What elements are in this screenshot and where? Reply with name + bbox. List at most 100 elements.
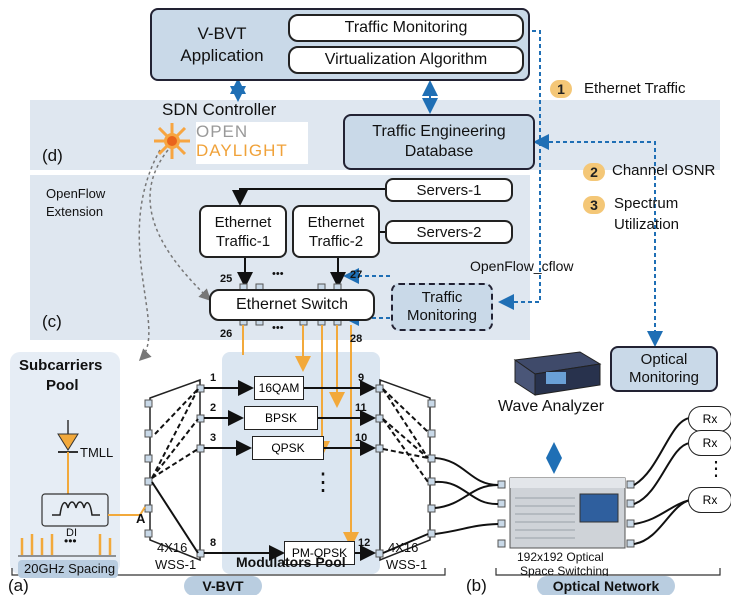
eth1-line2: Traffic-1: [215, 232, 271, 250]
wss-right-shape: [379, 378, 431, 562]
optical-monitoring-line2: Monitoring: [628, 369, 700, 386]
modulators-pool-label: Modulators Pool: [236, 554, 346, 570]
port-27: 27: [350, 269, 363, 281]
wss-left-line1: 4X16: [157, 540, 188, 555]
opendaylight-logo-icon: [154, 123, 190, 159]
eth2-line2: Traffic-2: [308, 232, 364, 250]
optical-monitoring-line1: Optical: [640, 351, 688, 368]
rx-vdots: ⋮: [706, 458, 726, 480]
label-a: (a): [8, 576, 29, 595]
mod-out-12: 12: [358, 537, 371, 549]
label-b: (b): [466, 576, 487, 595]
modulator-qpsk: QPSK: [252, 436, 324, 460]
servers-1-box: Servers-1: [385, 178, 513, 202]
traffic-mon-c-line1: Traffic: [421, 289, 463, 306]
rx-1: Rx: [688, 406, 731, 432]
port-28: 28: [350, 333, 363, 345]
traffic-engineering-database-box: Traffic Engineering Database: [343, 114, 535, 170]
spacing-label: 20GHz Spacing: [24, 561, 116, 576]
wss-left-routes: [151, 388, 199, 554]
network-fibers: [434, 417, 691, 545]
modulator-vdots: ⋮: [311, 469, 335, 496]
subcarriers-pool-panel: [10, 352, 120, 574]
legend-text-1: Ethernet Traffic: [584, 80, 686, 97]
mod-out-10: 10: [355, 432, 368, 444]
mod-in-8: 8: [210, 537, 217, 549]
port-dots-bottom: •••: [272, 322, 284, 334]
wss-left-line2: WSS-1: [155, 557, 197, 572]
modulator-pm-qpsk: PM-QPSK: [284, 541, 355, 565]
virtualization-algorithm-box: Virtualization Algorithm: [288, 46, 524, 74]
legend-text-3a: Spectrum: [614, 195, 679, 212]
legend-text-3b: Utilization: [614, 216, 680, 233]
modulator-16qam: 16QAM: [254, 376, 304, 400]
mod-out-9: 9: [358, 372, 365, 384]
mod-out-11: 11: [355, 402, 367, 414]
bottom-braces: [11, 568, 721, 576]
switching-line2: Space Switching: [520, 564, 609, 578]
wave-analyzer-device-icon: [513, 351, 602, 396]
opendaylight-line1: OPEN: [196, 122, 249, 141]
traffic-monitoring-top-label: Traffic Monitoring: [344, 19, 468, 36]
wss-right-line1: 4X16: [388, 540, 419, 555]
switching-line1: 192x192 Optical: [517, 550, 604, 564]
eth1-line1: Ethernet: [214, 213, 272, 231]
optical-monitoring-box: Optical Monitoring: [610, 346, 718, 392]
wss-right-routes: [382, 388, 429, 554]
traffic-monitoring-c-box: Traffic Monitoring: [391, 283, 493, 331]
di-label: DI: [66, 527, 77, 539]
subcarriers-pool-line2: Pool: [46, 377, 79, 394]
tmll-label: TMLL: [80, 445, 114, 460]
modulator-bpsk: BPSK: [244, 406, 318, 430]
label-c: (c): [42, 312, 62, 331]
traffic-monitoring-top-box: Traffic Monitoring: [288, 14, 524, 42]
legend-badge-2: 2: [583, 163, 605, 181]
wss-ports: [144, 384, 635, 558]
spectrum-dots: •••: [64, 534, 77, 548]
mod-in-3: 3: [210, 432, 217, 444]
servers-2-label: Servers-2: [416, 223, 482, 241]
label-d: (d): [42, 146, 63, 165]
opendaylight-logo-text: OPEN DAYLIGHT: [196, 122, 308, 164]
modulator-links: [204, 380, 376, 561]
wss-right-line2: WSS-1: [386, 557, 428, 572]
port-26: 26: [220, 328, 233, 340]
app-title-line2: Application: [180, 45, 264, 65]
ethernet-traffic-1-box: Ethernet Traffic-1: [199, 205, 287, 258]
laser-diode-icon: [57, 420, 80, 501]
ethernet-traffic-2-box: Ethernet Traffic-2: [292, 205, 380, 258]
port-25: 25: [220, 273, 233, 285]
mod-in-2: 2: [210, 402, 217, 414]
spacing-label-bg: [18, 560, 118, 578]
ted-line2: Database: [404, 143, 474, 160]
eth2-line1: Ethernet: [307, 213, 365, 231]
openflow-extension-links: [138, 149, 212, 362]
openflow-cflow-label: OpenFlow_cflow: [470, 258, 574, 274]
servers-1-label: Servers-1: [416, 181, 482, 199]
optical-space-switch-device-icon: [509, 477, 626, 549]
openflow-extension-line2: Extension: [46, 204, 104, 219]
sdn-controller-title: SDN Controller: [162, 100, 277, 119]
rx-2: Rx: [688, 430, 731, 456]
ted-line1: Traffic Engineering: [372, 123, 506, 140]
ethernet-switch-label: Ethernet Switch: [235, 296, 349, 313]
mod-in-1: 1: [210, 372, 217, 384]
port-dots-top: •••: [272, 268, 284, 280]
comb-spectrum-icon: [20, 534, 112, 555]
rx-3: Rx: [688, 487, 731, 513]
virtualization-algorithm-label: Virtualization Algorithm: [324, 51, 488, 68]
legend-badge-1: 1: [550, 80, 572, 98]
ethernet-switch-box: Ethernet Switch: [209, 289, 375, 321]
subcarriers-pool-line1: Subcarriers: [19, 357, 103, 374]
delay-interferometer-icon: [41, 493, 109, 527]
vbvt-pill: V-BVT: [184, 576, 262, 595]
app-title-line1: V-BVT: [197, 23, 247, 43]
node-a-label: A: [136, 511, 146, 526]
legend-text-2: Channel OSNR: [612, 162, 716, 179]
openflow-extension-line1: OpenFlow: [46, 186, 106, 201]
subcarrier-output-link: [108, 506, 146, 516]
wave-analyzer-label: Wave Analyzer: [498, 398, 605, 415]
servers-2-box: Servers-2: [385, 220, 513, 244]
